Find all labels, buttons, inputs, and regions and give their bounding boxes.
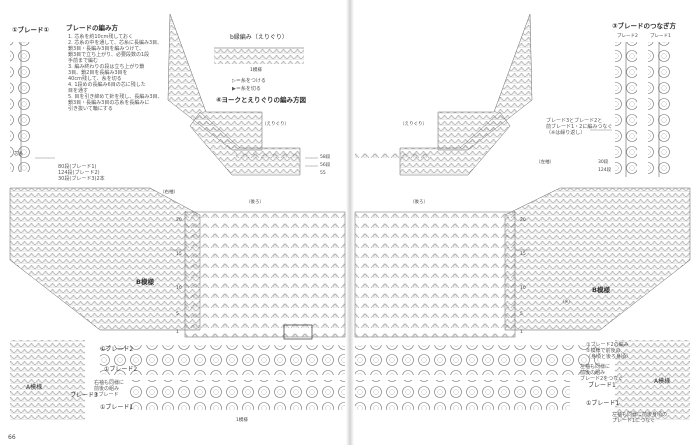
yoke-b-row-label: 1模様 bbox=[250, 68, 262, 73]
right-row-5: 5 bbox=[520, 312, 523, 317]
right-rows-124: 124段 bbox=[598, 168, 612, 173]
left-pattern-a: A模様 bbox=[26, 384, 43, 391]
right-yoke-shape bbox=[355, 13, 533, 176]
left-back-label: （後ろ） bbox=[246, 200, 264, 205]
right-back-label: （後ろ） bbox=[410, 200, 428, 205]
right-sleeve bbox=[504, 187, 691, 331]
left-braid2-label: ①ブレード2 bbox=[100, 346, 134, 353]
row-58: 58段 bbox=[320, 155, 331, 160]
left-braid2b-label: ①ブレード2 bbox=[104, 366, 138, 373]
right-row-1: 1 bbox=[520, 330, 523, 335]
left-braid1-title: ①ブレード① bbox=[12, 26, 50, 34]
right-row-10: 10 bbox=[520, 286, 526, 291]
left-yoke-note: 右袖も同様に 前後の組み ①ブレード bbox=[94, 380, 125, 398]
left-braid1b-label: ①ブレード1 bbox=[100, 404, 134, 411]
right-hem-rings bbox=[355, 340, 690, 420]
right-back-body bbox=[354, 211, 516, 338]
right-yoke-sub: （えりぐり） bbox=[400, 122, 427, 127]
braid-join-title: ③ブレードのつなぎ方 bbox=[612, 22, 677, 30]
right-braid2-note: ①ブレード2の編み ②模様で前後の （身頃と後ろ身頃） bbox=[586, 342, 632, 360]
left-back-body bbox=[184, 211, 346, 340]
yoke-chart-title: ④ヨークとえりぐりの編み方図 bbox=[216, 96, 307, 104]
right-bottom-note: 左袖も同様に前後身頃の ブレード1につなぐ bbox=[612, 412, 668, 424]
legend-attach: ▷＝糸をつける bbox=[232, 78, 266, 84]
right-braid2-col-label: ブレード2 bbox=[617, 34, 638, 39]
right-left-sleeve-label: （左袖） bbox=[536, 160, 554, 165]
left-row-10: 10 bbox=[176, 286, 182, 291]
braid1-counts: 80段(ブレード1) 124段(ブレード2) 30段(ブレード3)2本 bbox=[58, 164, 105, 182]
left-sleeve bbox=[9, 187, 201, 331]
braid-method-title: ブレードの編み方 bbox=[66, 24, 118, 32]
right-braid1-col-label: ブレード1 bbox=[650, 34, 671, 39]
left-hem-rings bbox=[10, 340, 345, 420]
right-row-20: 20 bbox=[520, 218, 526, 223]
right-braid1b-label: ①ブレード1 bbox=[586, 400, 620, 407]
left-pattern-b: B模様 bbox=[136, 278, 154, 286]
left-yoke-sub: （えりぐり） bbox=[262, 122, 289, 127]
yoke-b-title: b縁編み（えりぐり） bbox=[230, 34, 288, 41]
legend-cut: ▶＝糸を切る bbox=[232, 86, 261, 92]
core-yarn-label: 芯糸 bbox=[14, 152, 23, 157]
leader-lines bbox=[35, 129, 612, 251]
right-braid-join-columns bbox=[615, 42, 670, 177]
right-side-note: 左袖も同様に 前後の組み ブレード2をつなぐ bbox=[580, 364, 624, 382]
row-56: 56段 bbox=[320, 163, 331, 168]
right-rows-30: 30段 bbox=[598, 160, 609, 165]
left-one-pattern: 1模様 bbox=[236, 418, 248, 423]
right-row-15: 15 bbox=[520, 252, 526, 257]
braid-method-steps: 1. 芯糸を約10cm残しておく 2. 芯糸の中を通して、芯糸に長編み3目、 鎖… bbox=[68, 34, 163, 112]
right-pattern-a: A模様 bbox=[654, 378, 671, 385]
left-row-1: 1 bbox=[176, 330, 179, 335]
row-55: 55 bbox=[320, 171, 326, 176]
right-braid1-label: ブレード1 bbox=[588, 382, 616, 389]
left-right-sleeve-label: （右袖） bbox=[160, 190, 178, 195]
left-yoke-shape bbox=[167, 13, 301, 176]
left-row-20: 20 bbox=[176, 218, 182, 223]
left-page-number: 66 bbox=[8, 434, 16, 441]
right-pattern-b: B模様 bbox=[592, 286, 610, 294]
book-gutter bbox=[346, 0, 354, 445]
left-braid3-label: ブレード3 bbox=[70, 392, 98, 399]
left-yoke-b-strip bbox=[214, 47, 304, 64]
left-braid1-column bbox=[10, 42, 32, 172]
left-row-5: 5 bbox=[176, 312, 179, 317]
left-row-15: 15 bbox=[176, 252, 182, 257]
right-side-mark: （※） bbox=[560, 300, 573, 305]
right-join-note: ブレード3とブレード2と 前ブレード1・2に編みつなぐ （※は繰り返し） bbox=[546, 118, 613, 136]
